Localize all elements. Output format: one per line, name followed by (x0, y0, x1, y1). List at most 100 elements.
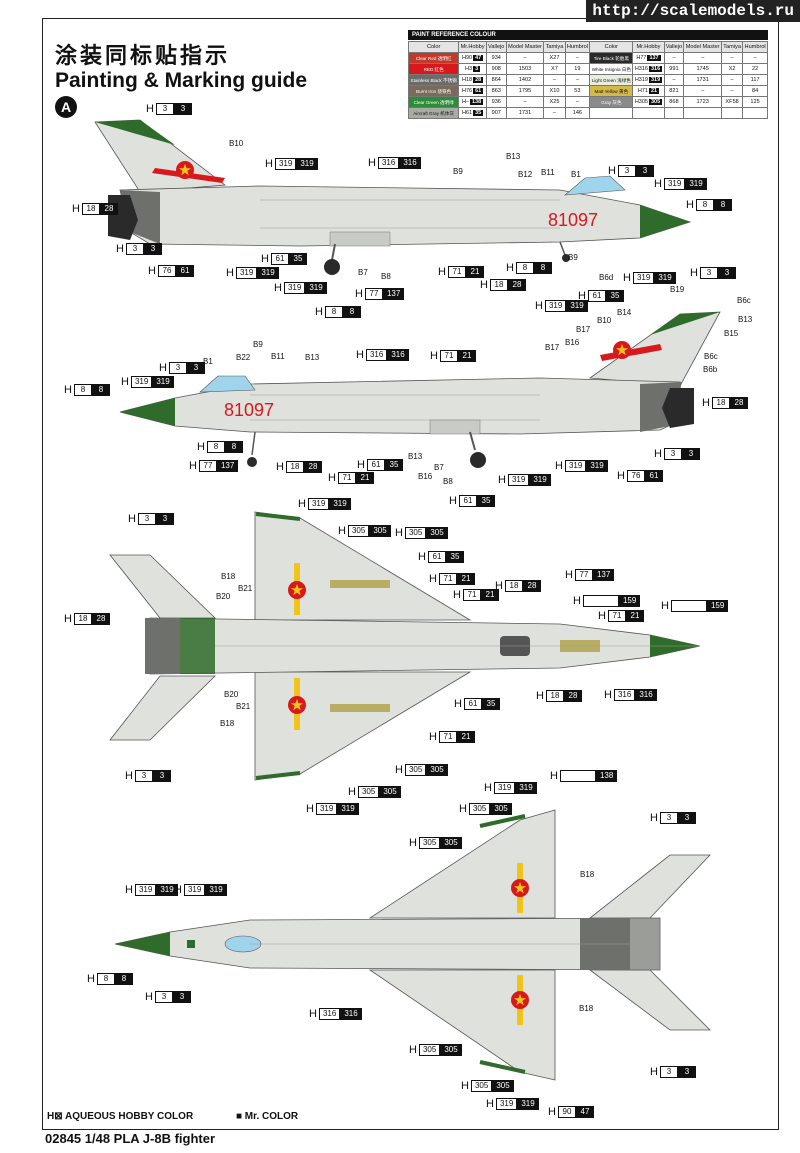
mr-color-code: 319 (329, 498, 351, 510)
aqueous-code: 3 (168, 362, 187, 374)
aqueous-code: 90 (557, 1106, 576, 1118)
mr-color-code: 305 (440, 837, 462, 849)
aqueous-hobby-prefix: H (486, 1098, 494, 1110)
aqueous-hobby-prefix: H (356, 349, 364, 361)
mr-color-code: 8 (114, 973, 133, 985)
serial-number-profile-2: 81097 (224, 400, 274, 420)
mr-color-code: 28 (729, 397, 748, 409)
mr-color-code: 319 (156, 884, 178, 896)
mr-color-code: 28 (563, 690, 582, 702)
mr-color-code: 61 (644, 470, 663, 482)
aqueous-code: 319 (632, 272, 655, 284)
mr-color-code: 319 (305, 282, 327, 294)
aqueous-hobby-prefix: H (702, 397, 710, 409)
paint-table-column-header: Tamiya (543, 41, 566, 53)
aqueous-hobby-prefix: H (430, 350, 438, 362)
aqueous-code: 319 (507, 474, 530, 486)
part-label: B10 (597, 316, 612, 325)
aqueous-code: 18 (73, 613, 92, 625)
aqueous-code: 319 (564, 460, 587, 472)
aqueous-code: 319 (130, 376, 153, 388)
aqueous-code: 71 (607, 610, 626, 622)
aqueous-code: 71 (438, 731, 457, 743)
part-label: B17 (545, 343, 560, 352)
aqueous-hobby-prefix: H (598, 610, 606, 622)
part-label: B15 (724, 329, 739, 338)
aqueous-code: 305 (418, 1044, 441, 1056)
mr-color-code: 3 (143, 243, 162, 255)
mr-color-code: 35 (445, 551, 464, 563)
aqueous-code: 3 (155, 103, 174, 115)
mr-color-code: 35 (288, 253, 307, 265)
aqueous-code: 3 (154, 991, 173, 1003)
aqueous-code: 305 (404, 527, 427, 539)
mr-color-code: 8 (713, 199, 732, 211)
part-label: B8 (381, 272, 391, 281)
underside-view (109, 511, 701, 781)
aqueous-code: 18 (489, 279, 508, 291)
legend-aqueous: H⊠ AQUEOUS HOBBY COLOR (47, 1111, 194, 1122)
part-label: B14 (617, 308, 632, 317)
mr-color-code: 35 (605, 290, 624, 302)
aqueous-hobby-prefix: H (357, 459, 365, 471)
mr-color-code: 61 (175, 265, 194, 277)
aqueous-code: 61 (366, 459, 385, 471)
mr-color-code: 319 (515, 782, 537, 794)
part-label: B21 (236, 702, 251, 711)
aqueous-hobby-prefix: H (306, 803, 314, 815)
aqueous-hobby-prefix: H (536, 690, 544, 702)
top-view (114, 809, 711, 1081)
part-label: B9 (253, 340, 263, 349)
paint-table-column-header: Tamiya (721, 41, 744, 53)
mr-color-code: 319 (337, 803, 359, 815)
watermark[interactable]: http://scalemodels.ru (586, 0, 800, 22)
mr-color-code: 28 (522, 580, 541, 592)
aqueous-code: 71 (462, 589, 481, 601)
paint-value (721, 107, 744, 119)
part-label: B13 (305, 353, 320, 362)
aqueous-code (670, 600, 707, 612)
aqueous-code: 61 (458, 495, 477, 507)
aqueous-code: 3 (125, 243, 144, 255)
aqueous-code: 316 (377, 157, 400, 169)
aqueous-hobby-prefix: H (484, 782, 492, 794)
mr-color-code: 3 (152, 770, 171, 782)
aqueous-hobby-prefix: H (159, 362, 167, 374)
part-label: B7 (434, 463, 444, 472)
aqueous-code: 61 (463, 698, 482, 710)
paint-table-column-header: Color (589, 41, 634, 53)
aqueous-code: 316 (365, 349, 388, 361)
part-label: B6c (737, 296, 751, 305)
aqueous-hobby-prefix: H (654, 178, 662, 190)
aqueous-code: 71 (447, 266, 466, 278)
aqueous-hobby-prefix: H (328, 472, 336, 484)
aqueous-hobby-prefix: H (197, 441, 205, 453)
aqueous-hobby-prefix: H (480, 279, 488, 291)
color-legend: H⊠ AQUEOUS HOBBY COLOR ■ Mr. COLOR (47, 1111, 338, 1122)
aqueous-code: 3 (699, 267, 718, 279)
mr-color-code: 137 (592, 569, 615, 581)
aqueous-code: 8 (324, 306, 343, 318)
aqueous-hobby-prefix: H (438, 266, 446, 278)
